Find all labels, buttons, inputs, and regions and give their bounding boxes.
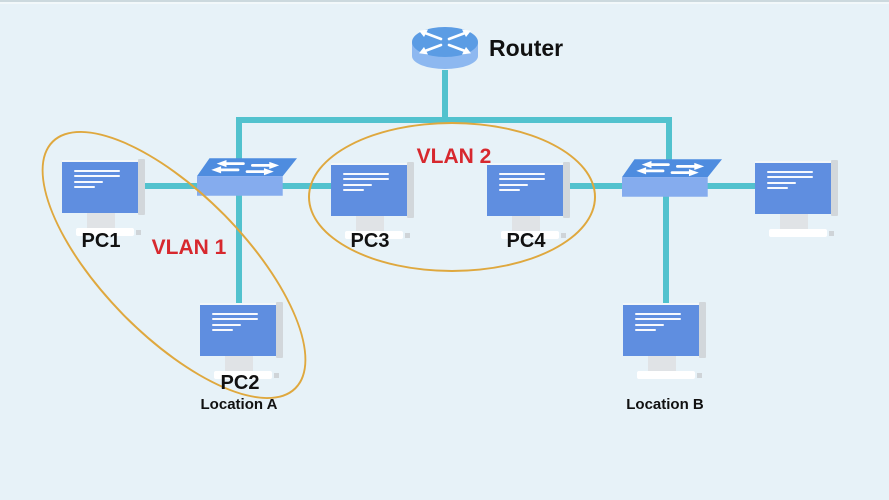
- pc4-label: PC4: [506, 230, 546, 252]
- monitor-base-nub: [136, 230, 141, 235]
- monitor-side-bar: [831, 160, 838, 216]
- screen-text-lines: [74, 170, 120, 188]
- location-b-label: Location B: [626, 396, 704, 413]
- link-switch-a-to-pc2: [236, 195, 242, 304]
- monitor-side-bar: [699, 302, 706, 358]
- monitor-side-bar: [138, 159, 145, 215]
- monitor-base-nub: [697, 373, 702, 378]
- link-switch-b-to-pc: [663, 196, 669, 304]
- monitor-stand: [780, 214, 808, 229]
- switch-a-icon: [197, 158, 297, 196]
- monitor-base-nub: [274, 373, 279, 378]
- monitor-screen: [623, 303, 699, 356]
- router-label: Router: [489, 35, 564, 61]
- top-edge-strip-light: [0, 2, 889, 4]
- monitor-stand: [87, 213, 115, 228]
- link-router-stem: [442, 70, 448, 120]
- monitor-stand: [225, 356, 253, 371]
- monitor-base: [214, 371, 272, 379]
- vlan1-label: VLAN 1: [151, 236, 227, 259]
- monitor-screen: [62, 160, 138, 213]
- monitor-base-nub: [829, 231, 834, 236]
- screen-text-lines: [767, 171, 813, 189]
- screen-text-lines: [212, 313, 258, 331]
- vlan1-ellipse: [0, 90, 348, 440]
- pc2-label: PC2: [220, 372, 260, 394]
- router-icon: [412, 27, 478, 69]
- monitor-base: [637, 371, 695, 379]
- pc-right-bottom-icon: [623, 301, 709, 381]
- monitor-side-bar: [276, 302, 283, 358]
- pc1-label: PC1: [81, 230, 121, 252]
- monitor-screen: [200, 303, 276, 356]
- link-trunk-drop-left: [236, 117, 242, 167]
- link-trunk-horizontal: [236, 117, 672, 123]
- monitor-screen: [755, 161, 831, 214]
- pc3-label: PC3: [350, 230, 390, 252]
- screen-text-lines: [635, 313, 681, 331]
- top-edge-strip: [0, 0, 889, 2]
- pc1-icon: [62, 158, 148, 238]
- vlan2-ellipse: [308, 122, 596, 272]
- pc-right-top-icon: [755, 159, 841, 239]
- pc2-icon: [200, 301, 286, 381]
- switch-b-icon: [622, 159, 722, 197]
- location-a-label: Location A: [200, 396, 278, 413]
- monitor-base: [76, 228, 134, 236]
- link-trunk-drop-right: [666, 117, 672, 169]
- monitor-base: [769, 229, 827, 237]
- monitor-stand: [648, 356, 676, 371]
- vlan2-label: VLAN 2: [416, 145, 492, 168]
